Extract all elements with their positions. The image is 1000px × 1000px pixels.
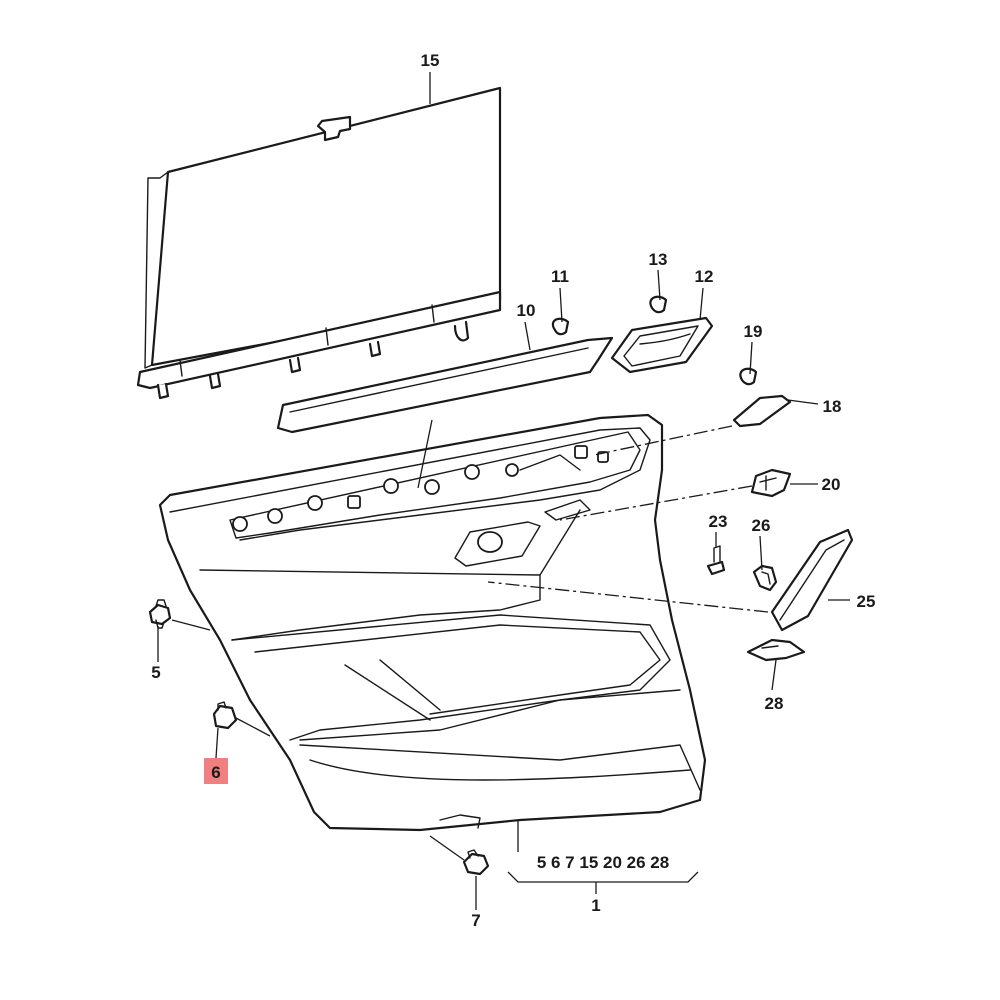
pull-cover-part-25	[770, 528, 854, 632]
callout-19: 19	[744, 322, 763, 341]
callout-20: 20	[822, 475, 841, 494]
clip-part-13	[649, 295, 668, 314]
leader-lines	[157, 72, 850, 910]
clip-part-19	[739, 367, 758, 386]
callout-6: 6	[211, 763, 220, 782]
clip-part-11	[551, 317, 570, 336]
assembly-dashed-lines	[487, 425, 769, 613]
handle-bezel-part-12	[610, 316, 714, 374]
callout-labels: 15 11 13 12 10 19 18 20 23 26 25 28 5 6 …	[151, 51, 875, 930]
callout-23: 23	[709, 512, 728, 531]
door-panel-part-1	[158, 413, 707, 832]
cover-cap-part-18	[732, 394, 792, 428]
callout-13: 13	[649, 250, 668, 269]
push-pin-part-7	[462, 849, 490, 876]
sunshade-part-15	[136, 86, 502, 400]
clip-part-26	[752, 564, 778, 592]
callout-15: 15	[421, 51, 440, 70]
bracket-part-20	[750, 468, 792, 498]
push-pin-part-5	[148, 599, 172, 629]
callout-11: 11	[551, 267, 569, 286]
push-pin-part-6	[212, 701, 238, 730]
callout-7: 7	[471, 911, 480, 930]
highlight-box	[204, 758, 228, 784]
screw-part-23	[706, 545, 726, 576]
callout-18: 18	[823, 397, 842, 416]
callout-5: 5	[151, 663, 160, 682]
callout-26: 26	[752, 516, 771, 535]
assembly-parts-list: 5 6 7 15 20 26 28	[537, 853, 669, 872]
callout-25: 25	[857, 592, 876, 611]
callout-28: 28	[765, 694, 784, 713]
callout-10: 10	[517, 301, 536, 320]
callout-12: 12	[695, 267, 714, 286]
callout-1: 1	[591, 896, 600, 915]
bracket-part-28	[746, 638, 806, 662]
trim-strip-part-10	[276, 336, 614, 434]
